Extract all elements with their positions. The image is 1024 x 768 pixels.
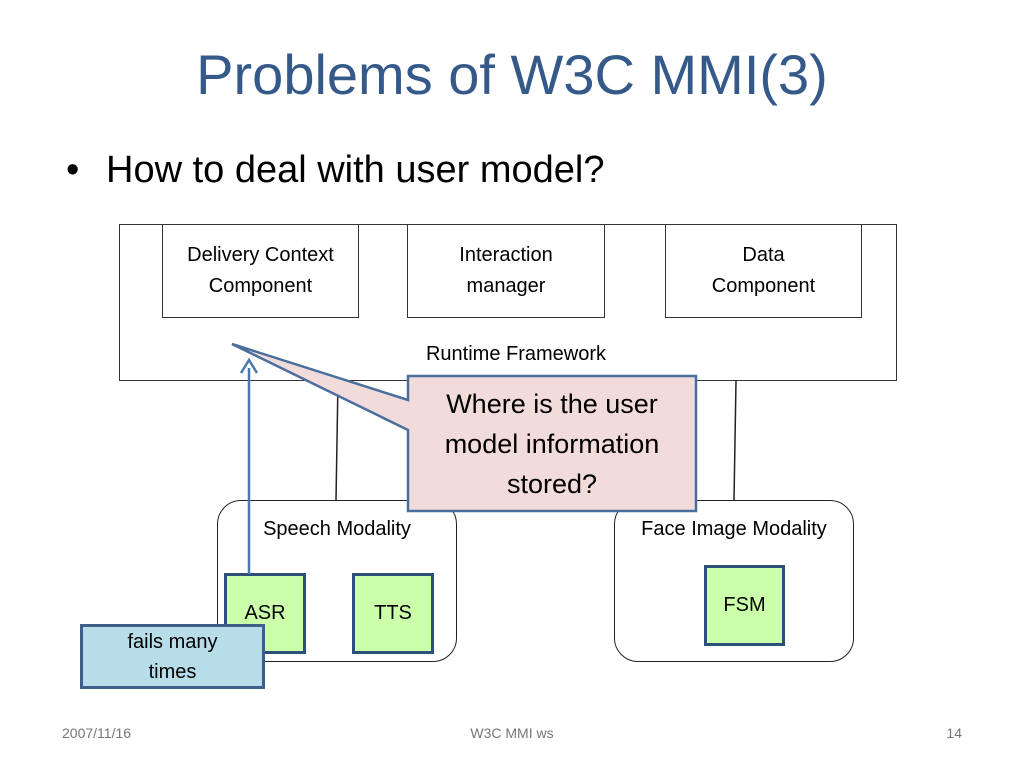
footer-center: W3C MMI ws (470, 725, 554, 741)
fails-note-label: fails many times (127, 630, 218, 683)
fsm-module: FSM (704, 565, 785, 646)
face-connector-line (733, 380, 737, 501)
footer-date: 2007/11/16 (62, 725, 132, 741)
fails-note: fails many times (80, 624, 265, 689)
speech-connector-line (335, 380, 339, 501)
interaction-manager-label: Interaction manager (459, 244, 553, 297)
interaction-manager: Interaction manager (407, 224, 605, 318)
tts-module: TTS (352, 573, 434, 654)
callout-text: Where is the user model information stor… (444, 388, 660, 499)
fsm-label: FSM (723, 594, 766, 616)
footer-page-number: 14 (946, 725, 962, 741)
data-component: Data Component (665, 224, 862, 318)
callout-shape (231, 342, 698, 513)
delivery-context-label: Delivery Context Component (187, 244, 334, 297)
bullet-item: • How to deal with user model? (66, 146, 604, 194)
speech-modality-label: Speech Modality (263, 518, 411, 540)
arrow-head (239, 357, 259, 374)
bullet-text: How to deal with user model? (106, 149, 605, 191)
asr-label: ASR (244, 602, 286, 624)
data-component-label: Data Component (711, 244, 816, 297)
bullet-marker: • (66, 149, 80, 191)
slide-title: Problems of W3C MMI(3) (196, 43, 828, 106)
delivery-context-component: Delivery Context Component (162, 224, 359, 318)
runtime-framework-label: Runtime Framework (425, 343, 607, 365)
asr-module: ASR (224, 573, 306, 654)
face-image-modality-label: Face Image Modality (641, 518, 827, 540)
tts-label: TTS (374, 602, 412, 624)
